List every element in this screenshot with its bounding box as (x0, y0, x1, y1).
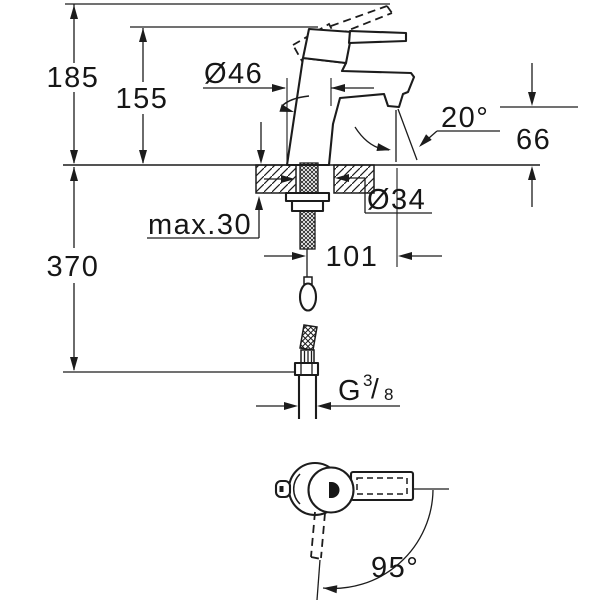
dim-spout-height-label: 66 (516, 124, 551, 156)
supply-tube (297, 375, 318, 419)
thread-numerator: 3 (363, 371, 372, 390)
top-view-lever-rotated-dashed (310, 511, 326, 560)
faucet-body-spout (285, 56, 416, 167)
dimension-lines (70, 4, 536, 410)
top-view-inner-arc (293, 473, 301, 505)
dim-lever-height-label: 155 (116, 83, 169, 115)
thread-slash: / (371, 373, 379, 404)
dim-thread-label: G 3 / 8 (338, 371, 393, 407)
threaded-rod (299, 210, 316, 250)
top-view: 95° (274, 461, 449, 600)
thread-letter: G (338, 375, 362, 407)
top-view-lever (349, 470, 415, 502)
braided-hose (299, 324, 318, 351)
mounting-shank (299, 162, 319, 194)
top-view-tab-slot (279, 486, 284, 492)
lever-handle (347, 29, 408, 45)
lever-motion-arrow (279, 95, 310, 116)
dim-install-depth-label: 370 (47, 251, 100, 283)
swivel-extension-line (316, 559, 321, 600)
dim-body-diameter-label: Ø46 (204, 58, 263, 90)
plug-weight (298, 282, 318, 312)
dim-hole-diameter-label: Ø34 (367, 184, 426, 216)
side-view: 185 155 370 Ø46 20° 66 max.30 Ø34 101 G … (47, 3, 578, 419)
dim-stream-angle-label: 20° (441, 102, 489, 134)
dim-spout-reach-label: 101 (326, 241, 379, 273)
lever-cap (301, 27, 354, 65)
top-view-lever-inner-dashed (356, 477, 408, 495)
dim-swivel-angle-label: 95° (371, 552, 419, 584)
water-stream-angle (354, 108, 500, 162)
g38-hex-nut (293, 361, 320, 377)
dim-overall-height-label: 185 (47, 62, 100, 94)
mounting-assembly (284, 162, 331, 419)
thread-denominator: 8 (384, 385, 393, 404)
mounting-washer (284, 191, 331, 203)
mounting-nut (290, 199, 325, 213)
dim-deck-thickness-label: max.30 (148, 209, 252, 241)
swivel-arc (322, 489, 434, 590)
top-view-center-slot (329, 482, 340, 498)
